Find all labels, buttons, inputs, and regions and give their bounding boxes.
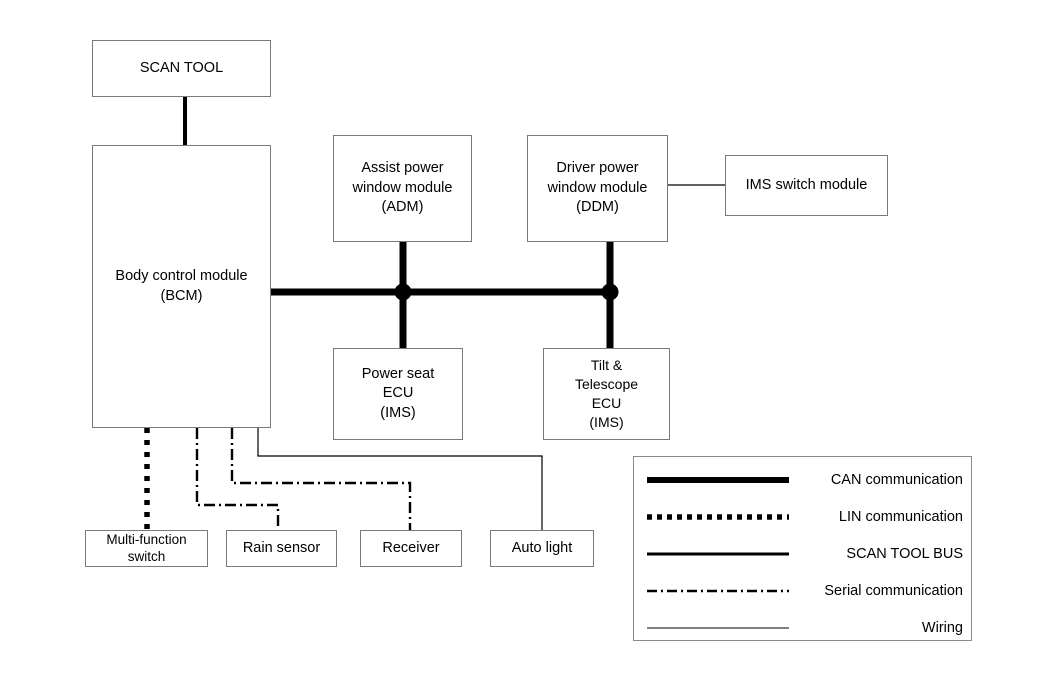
node-sublabel: (BCM)	[160, 287, 203, 304]
scan-tool-bus-line-sample-icon	[647, 545, 789, 563]
node-rain-sensor[interactable]: Rain sensor	[226, 530, 337, 567]
node-sublabel: (IMS)	[380, 404, 416, 421]
node-label-2: ECU	[382, 385, 414, 402]
legend-label-serial: Serial communication	[824, 582, 963, 599]
legend-label-scan-tool-bus: SCAN TOOL BUS	[846, 545, 963, 562]
node-auto-light[interactable]: Auto light	[490, 530, 594, 567]
serial-line-sample-icon	[647, 582, 789, 600]
legend-label-can: CAN communication	[830, 471, 963, 488]
link-bcm-to-receiver	[230, 428, 412, 530]
lin-line-sample-icon	[647, 508, 789, 526]
legend-row-scan-tool-bus: SCAN TOOL BUS	[634, 535, 971, 572]
legend: CAN communication LIN communication SCAN…	[633, 456, 972, 641]
legend-label-lin: LIN communication	[838, 508, 963, 525]
node-multi-function-switch[interactable]: Multi-function switch	[85, 530, 208, 567]
node-power-seat-ecu[interactable]: Power seat ECU (IMS)	[333, 348, 463, 440]
node-label: Body control module	[115, 267, 248, 284]
node-label-2: Telescope	[574, 376, 639, 393]
legend-row-wiring: Wiring	[634, 609, 971, 646]
node-assist-power-window-module[interactable]: Assist power window module (ADM)	[333, 135, 472, 242]
node-ims-switch-module[interactable]: IMS switch module	[725, 155, 888, 216]
node-label: Power seat	[361, 365, 435, 382]
node-label: Driver power	[556, 160, 639, 177]
node-label: Tilt &	[590, 357, 623, 374]
node-label: SCAN TOOL	[139, 59, 224, 76]
link-bcm-to-rain-sensor	[195, 428, 280, 530]
node-receiver[interactable]: Receiver	[360, 530, 462, 567]
node-tilt-and-telescope-ecu[interactable]: Tilt & Telescope ECU (IMS)	[543, 348, 670, 440]
node-label-3: ECU	[591, 395, 622, 411]
node-sublabel: (ADM)	[381, 199, 424, 216]
node-sublabel: (DDM)	[576, 199, 619, 216]
node-label: Auto light	[511, 539, 573, 556]
can-line-sample-icon	[647, 471, 789, 489]
node-scan-tool[interactable]: SCAN TOOL	[92, 40, 271, 97]
node-label-2: switch	[127, 548, 166, 564]
node-label: Rain sensor	[242, 539, 321, 556]
node-label-2: window module	[352, 179, 453, 196]
legend-row-serial: Serial communication	[634, 572, 971, 609]
link-bcm-to-auto-light	[257, 428, 543, 530]
can-junction-adm	[394, 283, 412, 301]
legend-row-lin: LIN communication	[634, 498, 971, 535]
can-junction-ddm	[601, 283, 619, 301]
node-label: Multi-function	[106, 532, 187, 548]
node-label: IMS switch module	[745, 176, 868, 193]
wiring-line-sample-icon	[647, 619, 789, 637]
node-label: Receiver	[382, 539, 440, 556]
node-label: Assist power	[361, 160, 444, 177]
node-label-2: window module	[547, 179, 648, 196]
node-driver-power-window-module[interactable]: Driver power window module (DDM)	[527, 135, 668, 242]
legend-row-can: CAN communication	[634, 461, 971, 498]
legend-label-wiring: Wiring	[921, 619, 963, 636]
node-sublabel: (IMS)	[589, 413, 624, 430]
node-body-control-module[interactable]: Body control module (BCM)	[92, 145, 271, 428]
